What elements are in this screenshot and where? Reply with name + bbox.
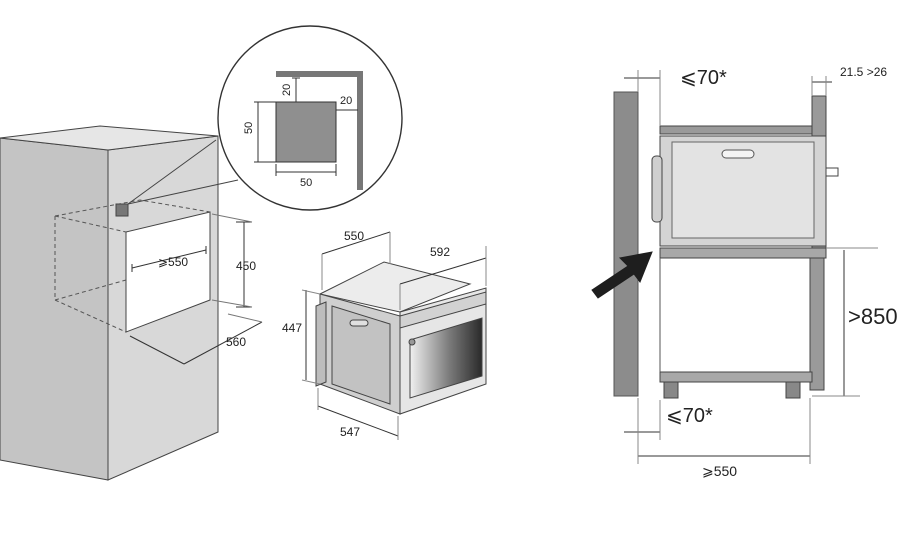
oven-3d <box>301 231 487 440</box>
oven-height-label: 447 <box>282 321 302 335</box>
vent-side-gap-label: 20 <box>340 95 352 107</box>
cabinet-3d <box>0 125 263 481</box>
oven-door-window <box>409 317 483 399</box>
oven-depth-label: 550 <box>344 229 364 243</box>
cabinet-foot-right <box>785 381 801 399</box>
vent-width-label: 50 <box>300 177 312 189</box>
vent-height-label: 50 <box>243 122 255 134</box>
cabinet-depth-label: ⩾550 <box>702 463 737 479</box>
oven-section-knob <box>825 167 839 177</box>
dimension-labels: ⩾550 450 560 20 20 50 50 550 592 447 547… <box>158 65 898 479</box>
oven-section-front-left <box>651 155 663 223</box>
oven-side-handle <box>349 319 369 327</box>
wall-panel <box>613 91 639 397</box>
oven-body-depth-label: 547 <box>340 425 360 439</box>
cutout-width-label: ⩾550 <box>158 255 188 269</box>
vent-detail-callout <box>217 25 403 211</box>
oven-width-label: 592 <box>430 245 450 259</box>
floor-height-label: >850 <box>848 304 898 329</box>
bottom-gap-label: ⩽70* <box>666 405 713 427</box>
cabinet-left-face <box>0 137 109 481</box>
vent-square <box>115 203 129 217</box>
top-gap-label: ⩽70* <box>680 67 727 89</box>
cabinet-foot-left <box>663 381 679 399</box>
cabinet-top-face <box>0 125 219 151</box>
oven-control-strip <box>399 291 487 329</box>
cabinet-shelf <box>659 247 827 259</box>
side-section <box>591 70 878 464</box>
cutout-height-label: 450 <box>236 259 256 273</box>
cutout-depth-label: 560 <box>226 335 246 349</box>
cabinet-plinth <box>659 371 813 383</box>
oven-section-handle <box>721 149 755 159</box>
callout-connector <box>127 139 239 205</box>
vent-detail-square <box>275 101 337 163</box>
oven-back-plate <box>315 301 327 387</box>
oven-knob <box>408 338 416 346</box>
airflow-arrow-icon <box>591 251 653 299</box>
cabinet-top-rail <box>659 125 817 135</box>
cabinet-right-panel-lower <box>809 257 825 391</box>
panel-range-label: 21.5 >26 <box>840 65 887 79</box>
corner-bracket <box>276 71 363 190</box>
vent-top-gap-label: 20 <box>281 84 293 96</box>
